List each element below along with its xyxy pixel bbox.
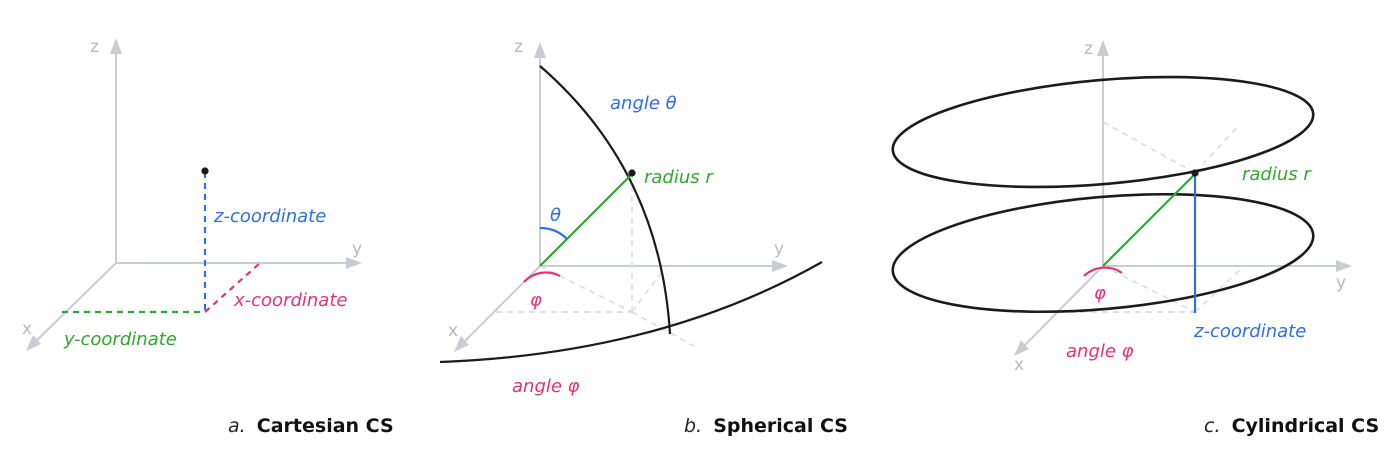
spherical-caption-prefix: b. (684, 415, 702, 437)
cylindrical-phi-arc (1083, 266, 1123, 277)
cylindrical-base-y-guide (1194, 265, 1245, 313)
cylindrical-x-arrowhead (1014, 340, 1029, 356)
cartesian-z-axis-label: z (90, 37, 99, 57)
spherical-panel: z y x angle θ radius r θ φ angle φ b. Sp… (439, 37, 848, 437)
cylindrical-z-arrowhead (1097, 40, 1109, 56)
cylindrical-angle-phi-label: angle φ (1066, 341, 1134, 362)
cartesian-x-coordinate-label: x-coordinate (233, 290, 347, 311)
cartesian-z-arrowhead (110, 38, 122, 54)
cylindrical-caption: c. Cylindrical CS (1204, 415, 1379, 437)
cylindrical-z-axis-label: z (1084, 39, 1093, 59)
spherical-theta-arc (539, 226, 568, 240)
cylindrical-top-ellipse (891, 75, 1315, 189)
cylindrical-x-axis-label: x (1014, 355, 1024, 375)
spherical-angle-theta-label: angle θ (610, 93, 677, 114)
cartesian-caption: a. Cartesian CS (228, 415, 394, 437)
cylindrical-caption-prefix: c. (1204, 415, 1221, 437)
cylindrical-y-arrowhead (1336, 260, 1352, 272)
cartesian-point (201, 167, 209, 175)
cartesian-caption-prefix: a. (228, 415, 246, 437)
cartesian-z-coordinate-label: z-coordinate (213, 206, 326, 227)
cartesian-panel: z y x z-coordinate x-coordinate y-coordi… (22, 37, 394, 437)
spherical-radius-label: radius r (644, 167, 714, 188)
cylindrical-z-coordinate-label: z-coordinate (1193, 321, 1306, 342)
spherical-meridian-arc (539, 65, 672, 335)
cartesian-caption-title: Cartesian CS (257, 415, 394, 437)
spherical-caption: b. Spherical CS (684, 415, 848, 437)
spherical-equator-arc (439, 261, 823, 364)
cartesian-x-arrowhead (26, 335, 41, 351)
cartesian-y-coordinate-label: y-coordinate (63, 329, 177, 350)
cylindrical-top-y-guide (1194, 123, 1241, 174)
cylindrical-phi-symbol: φ (1094, 283, 1106, 304)
spherical-phi-arc (523, 271, 561, 283)
cylindrical-y-axis-label: y (1336, 273, 1346, 293)
spherical-y-arrowhead (772, 260, 788, 272)
cylindrical-top-radial-guide (1102, 121, 1196, 174)
spherical-projection-y (631, 265, 667, 313)
spherical-caption-title: Spherical CS (713, 415, 848, 437)
spherical-theta-symbol: θ (550, 205, 561, 226)
cylindrical-radius-line (1102, 173, 1196, 267)
spherical-y-axis-label: y (774, 239, 784, 259)
cylindrical-point (1191, 169, 1199, 177)
cylindrical-radius-label: radius r (1242, 164, 1312, 185)
cartesian-x-axis (31, 262, 117, 346)
cylindrical-bottom-ellipse (891, 192, 1315, 314)
cylindrical-panel: z y x radius r φ z-coordinate angle φ c.… (891, 39, 1379, 437)
cartesian-x-coordinate-line (204, 262, 261, 313)
spherical-z-arrowhead (534, 42, 546, 58)
cartesian-y-arrowhead (346, 257, 362, 269)
cartesian-y-axis-label: y (352, 239, 362, 259)
cartesian-x-axis-label: x (22, 319, 32, 339)
spherical-angle-phi-label: angle φ (512, 376, 580, 397)
spherical-phi-symbol: φ (530, 290, 542, 311)
spherical-x-axis-label: x (448, 321, 458, 341)
spherical-z-axis-label: z (514, 37, 523, 57)
spherical-x-arrowhead (454, 336, 469, 352)
cylindrical-x-axis (1019, 265, 1104, 351)
cylindrical-caption-title: Cylindrical CS (1232, 415, 1380, 437)
spherical-radius-line (539, 173, 633, 267)
spherical-point (628, 169, 636, 177)
